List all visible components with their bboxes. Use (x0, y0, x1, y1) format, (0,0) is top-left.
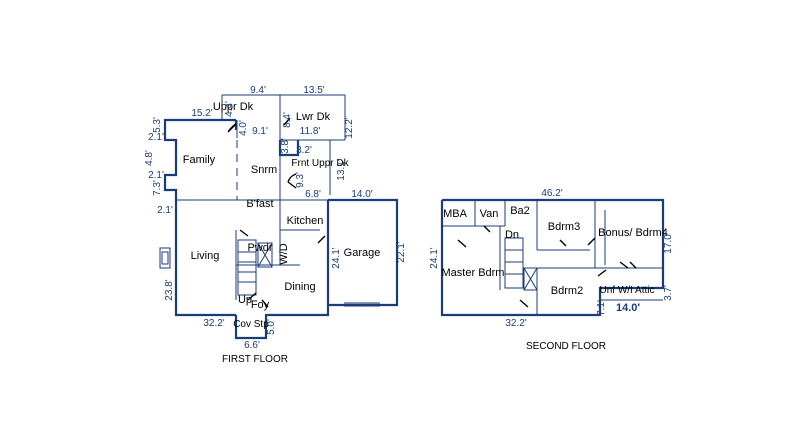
dim-22-1: 22.1' (396, 241, 407, 262)
dim-9-3: 9.3' (295, 172, 306, 188)
dim-9-1: 9.1' (252, 126, 268, 137)
dim-24-1-first: 24.1' (331, 247, 342, 268)
room-van: Van (480, 208, 499, 220)
room-dining: Dining (284, 281, 315, 293)
dim-46-2: 46.2' (541, 188, 562, 199)
dim-6-6: 6.6' (244, 340, 260, 351)
room-garage: Garage (344, 247, 381, 259)
dim-24-1-second: 24.1' (429, 247, 440, 268)
room-mba: MBA (443, 208, 468, 220)
dim-13-5: 13.5' (303, 85, 324, 96)
dim-2-1-bottom: 2.1' (157, 205, 173, 216)
room-snrm: Snrm (251, 164, 277, 176)
room-ba2: Ba2 (510, 205, 530, 217)
room-lwr-dk: Lwr Dk (296, 111, 331, 123)
dim-12-2: 12.2' (344, 117, 355, 138)
room-frnt-uppr-dk: Frnt Uppr Dk (291, 158, 349, 169)
dim-32-2-first: 32.2' (203, 318, 224, 329)
stair-up-label: Up (238, 294, 252, 306)
dim-6-8: 6.8' (305, 189, 321, 200)
room-family: Family (183, 154, 216, 166)
first-floor-plan: Family Snrm Uppr Dk Lwr Dk Frnt Uppr Dk … (144, 85, 407, 365)
dim-13-1: 13.1' (336, 159, 347, 180)
dim-4-4: 4.4' (224, 101, 235, 117)
dim-23-8: 23.8' (164, 279, 175, 300)
dim-8-4: 8.4' (282, 112, 293, 128)
room-living: Living (191, 250, 220, 262)
room-bdrm3: Bdrm3 (548, 221, 580, 233)
dim-3-8: 3.8' (280, 138, 291, 154)
dim-14-0-second: 14.0' (616, 302, 640, 314)
room-foy: Foy (251, 299, 270, 311)
first-floor-label: FIRST FLOOR (222, 354, 288, 365)
room-bonus-bdrm4: Bonus/ Bdrm4 (598, 227, 668, 239)
room-unf-wi-attic: Unf W/I Attic (599, 285, 654, 296)
dim-7-1: 7.1' (596, 300, 607, 316)
room-uppr-dk: Uppr Dk (213, 101, 254, 113)
room-kitchen: Kitchen (287, 215, 324, 227)
dim-2-1-top: 2.1' (148, 132, 164, 143)
room-bdrm2: Bdrm2 (551, 285, 583, 297)
dim-3-2: 3.2' (296, 145, 312, 156)
dim-4-0: 4.0' (238, 120, 249, 136)
room-uppr-dk-label: Uppr Dk (213, 101, 254, 113)
dim-11-8: 11.8' (300, 126, 321, 137)
room-master-bdrm: Master Bdrm (442, 267, 505, 279)
second-floor-plan: MBA Van Ba2 Dn Bdrm3 Bonus/ Bdrm4 Master… (429, 188, 674, 352)
dim-5-0: 5.0' (266, 319, 277, 335)
stair-down-label: Dn (505, 229, 519, 241)
room-wd: W/D (278, 243, 290, 264)
dim-17-0: 17.0' (663, 232, 674, 253)
room-bfast: B'fast (246, 198, 273, 210)
dim-9-4: 9.4' (250, 85, 266, 96)
dim-15-2: 15.2' (191, 108, 212, 119)
room-pwdr: Pwdr (247, 242, 272, 254)
dim-14-0: 14.0' (351, 189, 372, 200)
dim-5-3: 5.3' (152, 117, 163, 133)
dim-3-7: 3.7' (663, 285, 674, 301)
dim-2-1-mid: 2.1' (148, 170, 164, 181)
dim-4-8: 4.8' (144, 150, 155, 166)
dim-7-3: 7.3' (152, 180, 163, 196)
room-cov-stp: Cov Stp (233, 319, 269, 330)
dim-32-2-second: 32.2' (505, 318, 526, 329)
second-floor-label: SECOND FLOOR (526, 341, 606, 352)
